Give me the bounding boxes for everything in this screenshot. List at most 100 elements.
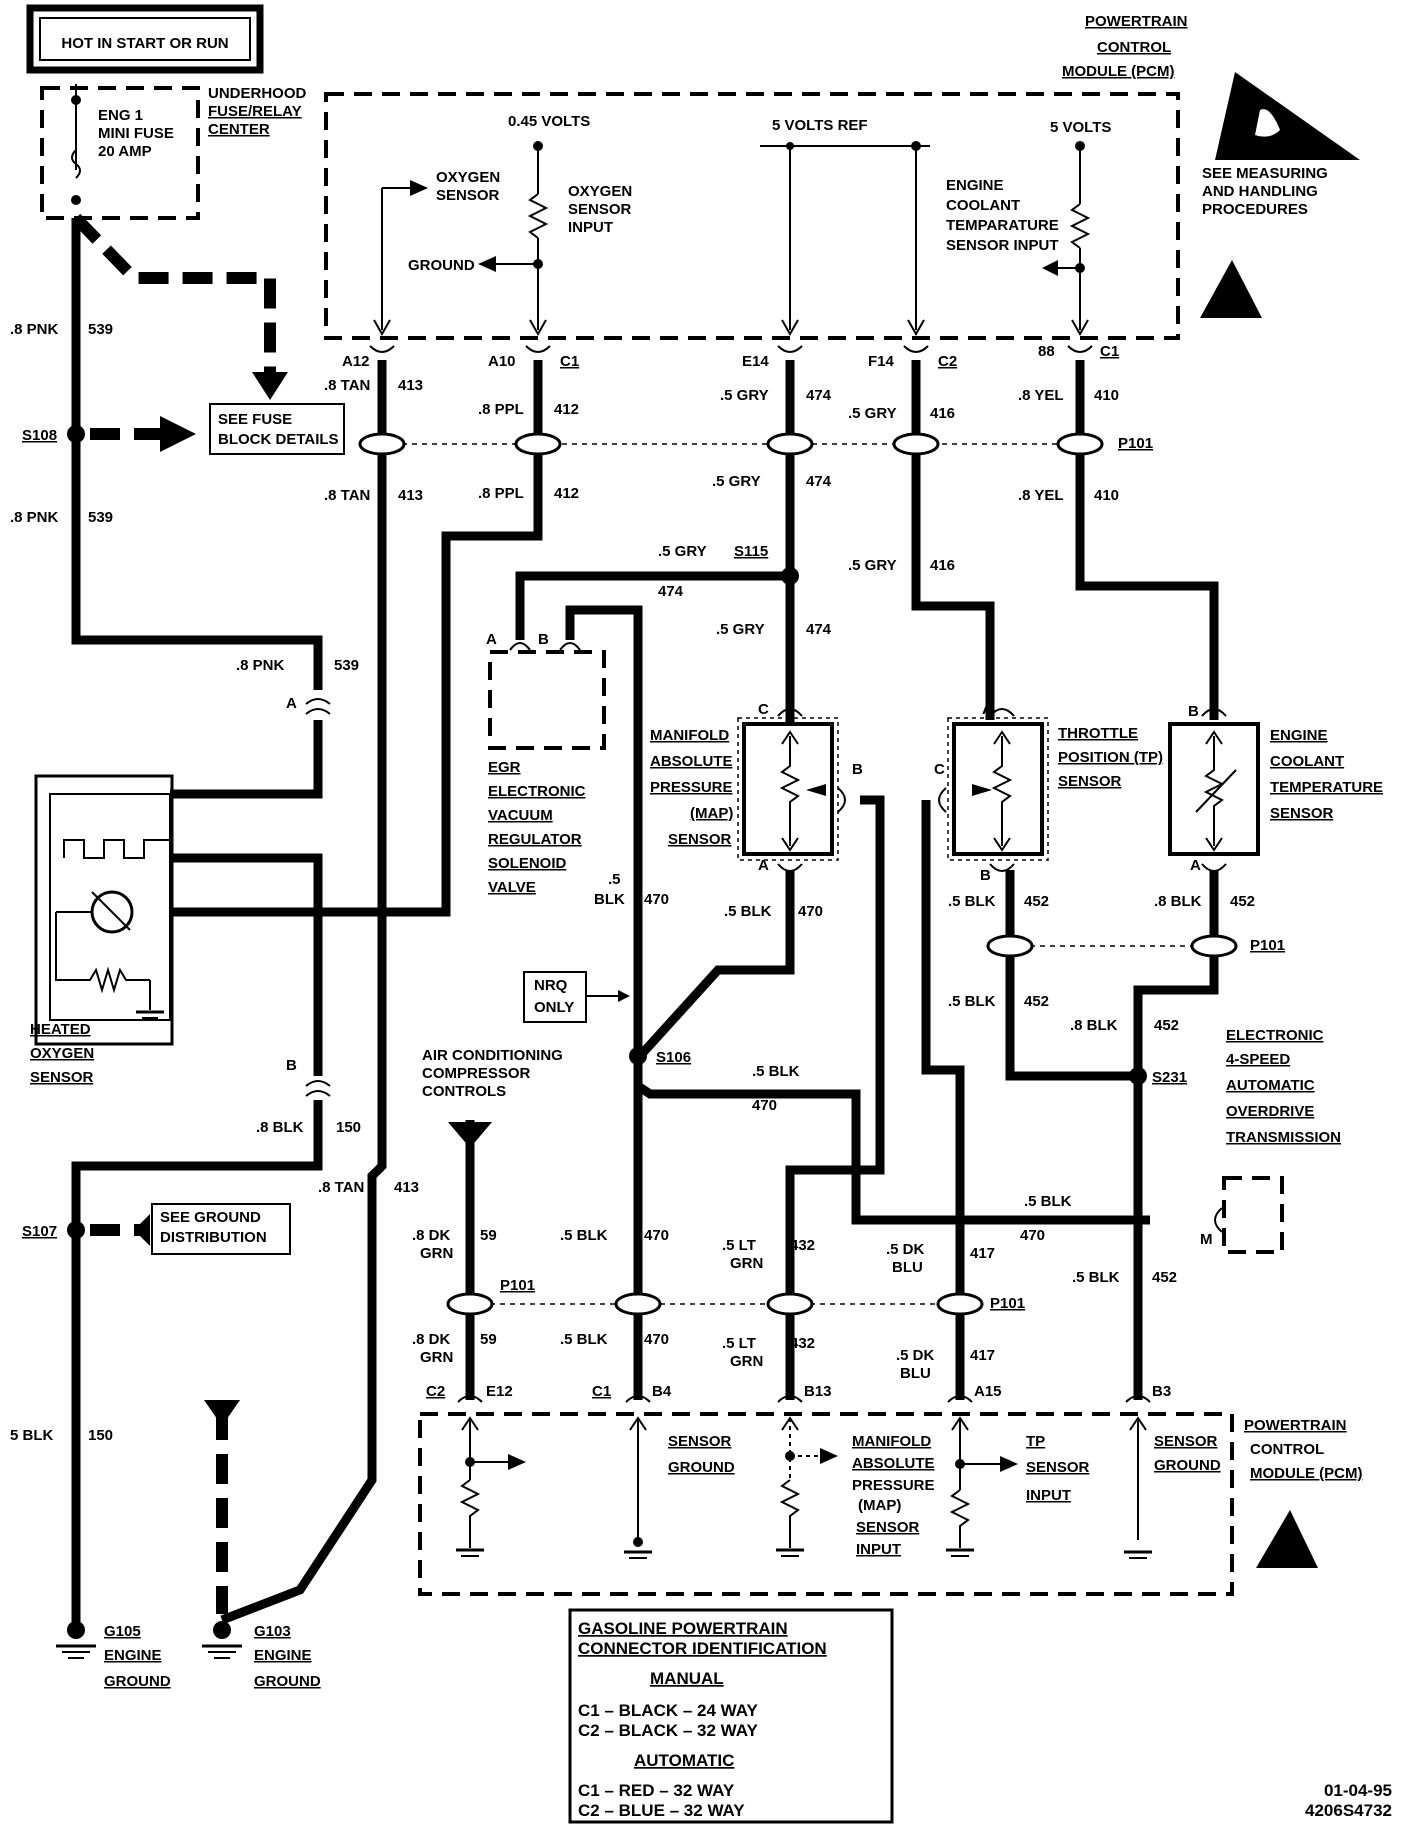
- pin-b4-conn: C1: [592, 1383, 611, 1400]
- egr-4: REGULATOR: [488, 831, 582, 848]
- cid-manual: MANUAL: [650, 1669, 724, 1688]
- ect-input-1: ENGINE: [946, 177, 1004, 194]
- g103-1: G103: [254, 1623, 291, 1640]
- wl-gry-6: .5 GRY: [848, 557, 897, 574]
- wl-pnk-2: .8 PNK: [10, 509, 59, 526]
- ect-input-2: COOLANT: [946, 197, 1020, 214]
- pin-e14: E14: [742, 353, 769, 370]
- fuse-block-2: BLOCK DETAILS: [218, 431, 339, 448]
- cid-title-2: CONNECTOR IDENTIFICATION: [578, 1639, 827, 1658]
- p101-connectors: P101 P101 P101 P101: [358, 432, 1285, 1316]
- pin-e12: E12: [486, 1383, 513, 1400]
- p101-label-3: P101: [500, 1277, 535, 1294]
- tp-3: SENSOR: [1058, 773, 1122, 790]
- nrq-1: NRQ: [534, 977, 568, 994]
- wl-413-3: 413: [394, 1179, 419, 1196]
- wl-blk-split-a: .5: [608, 871, 621, 888]
- wl-tan-3: .8 TAN: [318, 1179, 364, 1196]
- footer-number: 4206S4732: [1305, 1801, 1392, 1820]
- wl-474-3: 474: [658, 583, 684, 600]
- tpin-2: SENSOR: [1026, 1459, 1090, 1476]
- wl-470-3: 470: [752, 1097, 777, 1114]
- mapin-2: ABSOLUTE: [852, 1455, 935, 1472]
- esd-note-1: SEE MEASURING: [1202, 165, 1328, 182]
- pcm-oxygen-sensor-2: SENSOR: [436, 187, 500, 204]
- ac-arrow-icon: [448, 1122, 492, 1148]
- fuse-center-1: UNDERHOOD: [208, 85, 307, 102]
- wl-blk-12: 5 BLK: [10, 1427, 54, 1444]
- egr-solenoid: A B EGR ELECTRONIC VACUUM REGULATOR SOLE…: [486, 631, 606, 896]
- esd-note-3: PROCEDURES: [1202, 201, 1308, 218]
- hot-in-start-or-run-box: HOT IN START OR RUN: [26, 4, 264, 74]
- pcm-oxygen-sensor-1: OXYGEN: [436, 169, 500, 186]
- wl-gry-2: .5 GRY: [712, 473, 761, 490]
- wl-412-1: 412: [554, 401, 579, 418]
- wl-gry-4: .5 GRY: [716, 621, 765, 638]
- heated-oxygen-sensor: HEATED OXYGEN SENSOR A B: [30, 695, 331, 1097]
- wl-dkgrn-1b: GRN: [420, 1245, 453, 1262]
- g105-3: GROUND: [104, 1673, 171, 1690]
- wl-413-1: 413: [398, 377, 423, 394]
- o2-volts: 0.45 VOLTS: [508, 113, 590, 130]
- o2-input-3: INPUT: [568, 219, 613, 236]
- wl-ppl-2: .8 PPL: [478, 485, 524, 502]
- wl-417-2: 417: [970, 1347, 995, 1364]
- mapin-3: PRESSURE: [852, 1477, 935, 1494]
- sg-1b: GROUND: [668, 1459, 735, 1476]
- connector-identification-table: GASOLINE POWERTRAIN CONNECTOR IDENTIFICA…: [568, 1608, 894, 1824]
- wl-539-1: 539: [88, 321, 113, 338]
- tp-1: THROTTLE: [1058, 725, 1138, 742]
- wl-474-1: 474: [806, 387, 832, 404]
- wl-blk-7: .5 BLK: [948, 993, 996, 1010]
- wl-blk-2: .5 BLK: [752, 1063, 800, 1080]
- wl-blk-split-b: BLK: [594, 891, 625, 908]
- wl-gry-3: .5 GRY: [658, 543, 707, 560]
- wl-452-4: 452: [1154, 1017, 1179, 1034]
- pcm-ground: GROUND: [408, 257, 475, 274]
- trans-pin-m: M: [1200, 1231, 1213, 1248]
- sg-2a: SENSOR: [1154, 1433, 1218, 1450]
- ac-compressor-controls: AIR CONDITIONING COMPRESSOR CONTROLS: [422, 1047, 563, 1148]
- ho2s-2: OXYGEN: [30, 1045, 94, 1062]
- esd-small-icon-bottom: [1256, 1510, 1318, 1568]
- p101-label-4: P101: [990, 1295, 1025, 1312]
- wl-blk-5: .5 BLK: [560, 1331, 608, 1348]
- wl-pnk-3: .8 PNK: [236, 657, 285, 674]
- tp-pin-c: C: [934, 761, 945, 778]
- wires: [71, 213, 1219, 1630]
- engine-grounds: G105 ENGINE GROUND G103 ENGINE GROUND: [56, 1621, 321, 1690]
- ho2s-1: HEATED: [30, 1021, 91, 1038]
- pin-a10: A10: [488, 353, 516, 370]
- egr-5: SOLENOID: [488, 855, 567, 872]
- ho2s-pin-b: B: [286, 1057, 297, 1074]
- pcm-bot-1: POWERTRAIN: [1244, 1417, 1347, 1434]
- egr-1: EGR: [488, 759, 521, 776]
- cid-title-1: GASOLINE POWERTRAIN: [578, 1619, 788, 1638]
- wl-470-5: 470: [644, 1227, 669, 1244]
- p101-label-1: P101: [1118, 435, 1153, 452]
- wl-blk-1: .5 BLK: [724, 903, 772, 920]
- ground-dist-1: SEE GROUND: [160, 1209, 261, 1226]
- underhood-fuse-relay-center: ENG 1 MINI FUSE 20 AMP UNDERHOOD FUSE/RE…: [40, 84, 307, 220]
- wl-blk-4: .5 BLK: [560, 1227, 608, 1244]
- wl-dkblu-1a: .5 DK: [886, 1241, 925, 1258]
- wl-413-2: 413: [398, 487, 423, 504]
- wl-dkblu-2a: .5 DK: [896, 1347, 935, 1364]
- wl-452-2: 452: [1024, 993, 1049, 1010]
- ect-2: COOLANT: [1270, 753, 1344, 770]
- egr-6: VALVE: [488, 879, 536, 896]
- cid-auto-row-1: C1 – RED – 32 WAY: [578, 1781, 735, 1800]
- pin-e12-conn: C2: [426, 1383, 445, 1400]
- egr-2: ELECTRONIC: [488, 783, 586, 800]
- pin-a15: A15: [974, 1383, 1002, 1400]
- wl-410-2: 410: [1094, 487, 1119, 504]
- wl-dkgrn-2b: GRN: [420, 1349, 453, 1366]
- wl-150-1: 150: [336, 1119, 361, 1136]
- wl-blk-8: .8 BLK: [1154, 893, 1202, 910]
- tp-2: POSITION (TP): [1058, 749, 1163, 766]
- wl-ppl-1: .8 PPL: [478, 401, 524, 418]
- wl-412-2: 412: [554, 485, 579, 502]
- sg-2b: GROUND: [1154, 1457, 1221, 1474]
- wl-blk-11: .8 BLK: [256, 1119, 304, 1136]
- wl-539-2: 539: [88, 509, 113, 526]
